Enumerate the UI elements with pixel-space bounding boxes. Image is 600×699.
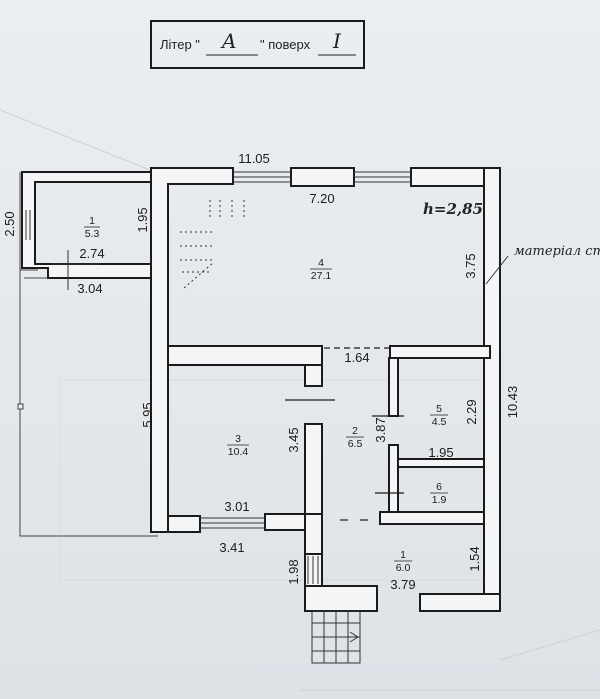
dim-right-wall: 10.43 (505, 386, 520, 419)
svg-text:1: 1 (400, 549, 406, 561)
dim-annex-right: 1.95 (135, 207, 150, 232)
dim-annex-outer: 3.04 (77, 281, 102, 296)
dimension-lines (52, 250, 509, 290)
liter-label: Літер " (160, 37, 200, 52)
svg-text:1: 1 (89, 215, 95, 227)
svg-text:5.3: 5.3 (85, 228, 100, 240)
floor-value: I (332, 29, 342, 53)
dim-top-total: 11.05 (238, 151, 270, 166)
svg-text:6.0: 6.0 (396, 562, 411, 574)
dim-vestibule-width: 3.79 (390, 577, 415, 592)
liter-value: A (220, 29, 236, 53)
floor-label: " поверх (260, 37, 311, 52)
room-label-wc: 6 1.9 (430, 481, 448, 506)
dim-top-inner: 7.20 (309, 191, 334, 206)
svg-text:27.1: 27.1 (311, 270, 332, 282)
room-label-bedroom: 3 10.4 (227, 433, 249, 458)
dim-room3-width: 3.01 (224, 499, 249, 514)
dim-left-wall: 5.95 (140, 402, 155, 427)
windows (25, 171, 411, 584)
svg-text:2: 2 (352, 425, 358, 437)
walls (21, 167, 501, 612)
svg-text:5: 5 (436, 403, 442, 415)
room-labels: 1 5.3 4 27.1 3 10.4 2 6.5 5 4.5 6 1.9 (84, 215, 448, 574)
dim-vestibule-left: 1.98 (286, 559, 301, 584)
svg-text:6: 6 (436, 481, 442, 493)
room-label-bath: 5 4.5 (430, 403, 448, 428)
door-markers (285, 347, 404, 521)
entry-steps (311, 610, 361, 664)
room-label-vestibule: 1 6.0 (394, 549, 412, 574)
svg-text:4.5: 4.5 (432, 416, 447, 428)
dimension-labels: 11.05 7.20 2.50 1.95 2.74 3.04 3.75 1.64… (2, 151, 520, 592)
dim-vestibule-height: 1.54 (467, 546, 482, 571)
svg-text:3: 3 (235, 433, 241, 445)
svg-text:4: 4 (318, 257, 324, 269)
stair-symbol (180, 200, 245, 289)
room-label-living: 4 27.1 (310, 257, 332, 282)
dim-room4-height: 3.75 (463, 253, 478, 278)
dim-annex-height: 2.50 (2, 211, 17, 236)
dim-corridor-height: 3.87 (373, 417, 388, 442)
dim-room5-height: 2.29 (464, 399, 479, 424)
svg-text:10.4: 10.4 (228, 446, 249, 458)
height-note: h=2,85 (423, 200, 483, 218)
dim-bottom-left: 3.41 (219, 540, 244, 555)
dim-annex-inner: 2.74 (79, 246, 104, 261)
dim-corridor-width: 1.64 (344, 350, 369, 365)
room-label-corridor: 2 6.5 (346, 425, 364, 450)
header-box: Літер " A " поверх I (150, 20, 365, 69)
svg-text:1.9: 1.9 (432, 494, 447, 506)
room-label-annex: 1 5.3 (84, 215, 100, 240)
svg-text:6.5: 6.5 (348, 438, 363, 450)
material-note: матеріал сті (514, 244, 600, 259)
dim-room5-width: 1.95 (428, 445, 453, 460)
dim-room3-height: 3.45 (286, 427, 301, 452)
